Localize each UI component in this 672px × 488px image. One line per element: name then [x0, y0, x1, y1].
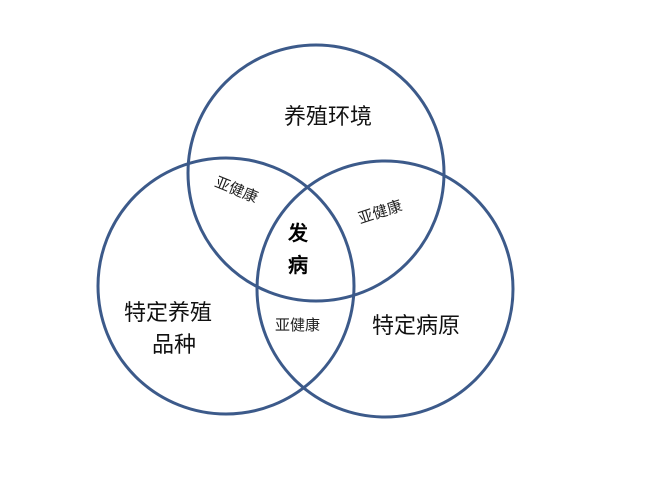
circle-environment [186, 43, 446, 303]
label-overlap-top-right: 亚健康 [356, 197, 404, 228]
label-breed-line1: 特定养殖 [124, 301, 212, 326]
label-breed-line2: 品种 [152, 333, 196, 358]
label-center-line1: 发 [287, 221, 309, 245]
label-overlap-bottom: 亚健康 [275, 316, 320, 334]
circle-breed [96, 156, 356, 416]
label-overlap-top-left: 亚健康 [212, 173, 260, 207]
label-environment: 养殖环境 [284, 105, 372, 130]
circle-pathogen [255, 159, 515, 419]
label-center-line2: 病 [288, 253, 308, 277]
label-pathogen: 特定病原 [372, 314, 460, 339]
